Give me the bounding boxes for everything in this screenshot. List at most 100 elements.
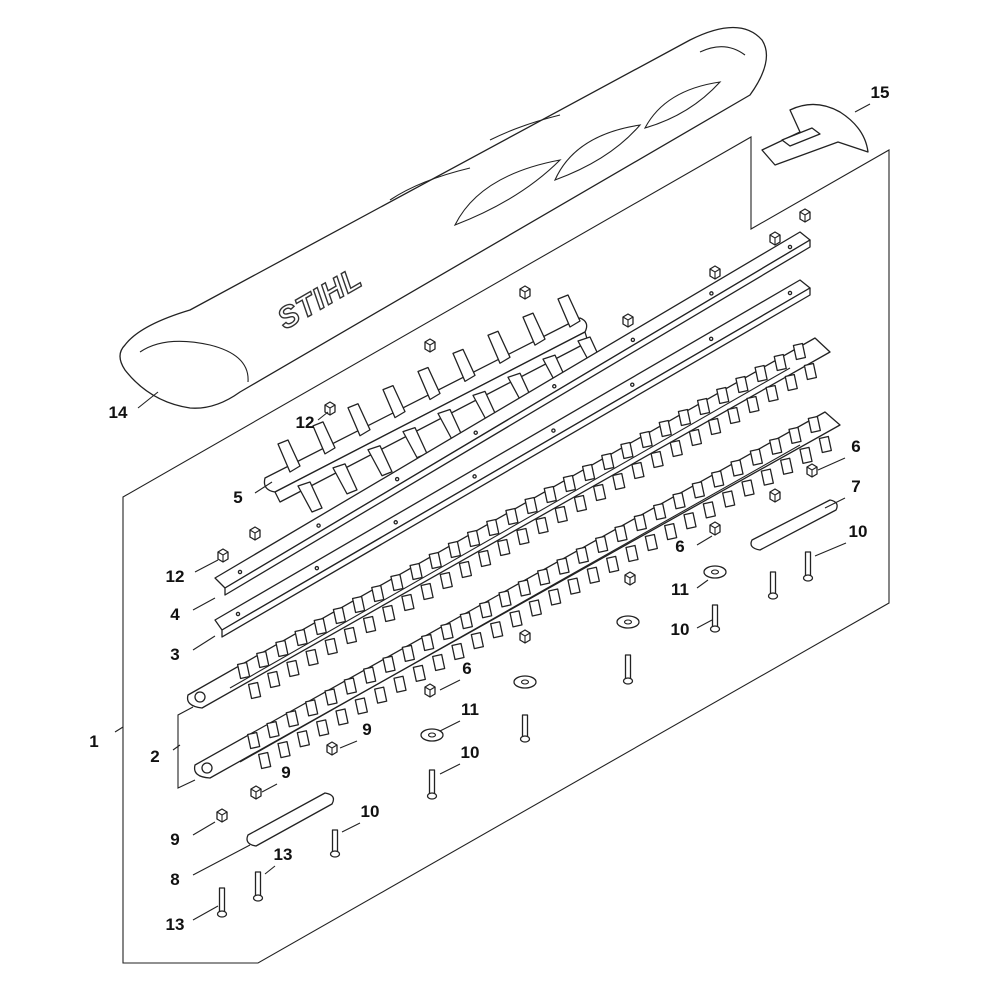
screw-head bbox=[216, 910, 228, 918]
blade-tooth bbox=[305, 699, 319, 717]
blade-tooth bbox=[746, 395, 760, 414]
fork-arm bbox=[277, 439, 301, 473]
fork-arm bbox=[297, 481, 323, 513]
blade-tooth bbox=[401, 644, 415, 662]
blade-tooth bbox=[258, 751, 272, 770]
blade-tooth bbox=[305, 648, 319, 667]
blade-tooth bbox=[517, 579, 531, 597]
bar-hole bbox=[394, 476, 400, 482]
fork-arm bbox=[452, 348, 476, 383]
leader-line bbox=[192, 844, 251, 876]
blade-tooth bbox=[780, 457, 794, 475]
leader-line bbox=[817, 457, 846, 471]
bar-hole bbox=[393, 520, 398, 525]
assembly-frame bbox=[122, 136, 890, 964]
screw-head bbox=[802, 574, 814, 582]
washer bbox=[513, 675, 537, 689]
leader-line bbox=[254, 481, 273, 494]
blade-tooth bbox=[374, 686, 388, 704]
blade-tooth bbox=[562, 474, 577, 493]
callout-label: 14 bbox=[109, 403, 128, 422]
bar-hole bbox=[552, 384, 557, 389]
blade-tooth bbox=[466, 529, 481, 548]
blade-tooth bbox=[428, 551, 442, 570]
blade-tooth bbox=[749, 448, 763, 466]
blade-tooth bbox=[554, 505, 568, 524]
bar-hole bbox=[709, 291, 714, 296]
blade-tooth bbox=[773, 353, 787, 372]
screw-head bbox=[767, 592, 779, 600]
leader-line bbox=[317, 411, 329, 421]
screws-group bbox=[216, 551, 814, 918]
fork-arm bbox=[382, 384, 406, 419]
blade-tooth bbox=[316, 719, 330, 737]
blade-tooth bbox=[267, 670, 281, 689]
blade-tooth bbox=[556, 557, 570, 575]
leader-line bbox=[137, 391, 159, 409]
blade-tooth bbox=[459, 612, 473, 630]
callout-label: 6 bbox=[675, 537, 684, 556]
bar-hole bbox=[787, 290, 793, 296]
blade-tooth bbox=[702, 501, 716, 519]
screw-shank bbox=[218, 887, 226, 913]
blade-tooth bbox=[528, 599, 542, 617]
blade-tooth bbox=[285, 710, 299, 728]
leader-line bbox=[172, 744, 181, 751]
fork-arm bbox=[332, 463, 358, 495]
callout-label: 10 bbox=[849, 522, 868, 541]
blade-tooth bbox=[741, 479, 755, 497]
blade-tooth bbox=[451, 642, 465, 661]
blade-tooth bbox=[256, 650, 270, 669]
blade-tooth bbox=[664, 523, 678, 541]
fork-arm bbox=[417, 366, 441, 401]
blade-tooth bbox=[688, 428, 703, 447]
callout-label: 8 bbox=[170, 870, 179, 889]
blade-tooth bbox=[505, 507, 519, 526]
leader-line bbox=[439, 679, 461, 691]
blade-tooth bbox=[631, 461, 645, 480]
blade-tooth bbox=[653, 503, 667, 521]
blade-tooth bbox=[498, 590, 512, 608]
screw-shank bbox=[711, 604, 719, 628]
leader-line bbox=[854, 103, 871, 113]
bar-hole bbox=[235, 611, 241, 617]
blade-tooth bbox=[296, 730, 310, 748]
blade-tooth bbox=[535, 516, 549, 535]
blade-tooth bbox=[818, 435, 832, 454]
bar-hole bbox=[708, 336, 714, 342]
blade-tooth bbox=[730, 459, 744, 477]
blade-tooth bbox=[754, 364, 768, 383]
callout-label: 4 bbox=[170, 605, 180, 624]
cutting-blade-lower bbox=[193, 411, 841, 779]
guide-bar-part-4 bbox=[214, 231, 811, 596]
nuts-group bbox=[216, 208, 818, 823]
cutting-blade-upper bbox=[186, 337, 831, 709]
blade-tooth bbox=[486, 518, 500, 537]
bar-hole bbox=[316, 523, 321, 528]
washers-group bbox=[420, 565, 727, 742]
callout-label: 7 bbox=[851, 477, 860, 496]
blade-tooth bbox=[524, 496, 538, 515]
blade-tooth bbox=[707, 417, 722, 436]
blade-tooth bbox=[581, 463, 596, 482]
callout-label: 3 bbox=[170, 645, 179, 664]
blade-tooth bbox=[595, 535, 609, 553]
bar-hole bbox=[237, 569, 243, 575]
spacer-plate-part-7 bbox=[750, 499, 838, 551]
leader-line bbox=[696, 579, 709, 589]
blade-tooth bbox=[799, 446, 813, 464]
leader-line bbox=[696, 619, 713, 629]
blade-tooth bbox=[573, 494, 588, 513]
bar-hole bbox=[314, 565, 320, 571]
callout-label: 11 bbox=[461, 700, 479, 719]
fork-arm bbox=[522, 312, 546, 346]
blade-tooth bbox=[575, 546, 589, 564]
blade-tooth bbox=[409, 562, 423, 581]
bar-hole bbox=[630, 382, 635, 387]
fork-arm bbox=[557, 294, 581, 328]
blade-tooth bbox=[440, 622, 454, 641]
blade-tooth bbox=[363, 666, 377, 684]
blade-tooth bbox=[393, 675, 407, 693]
screw-head bbox=[329, 850, 341, 858]
